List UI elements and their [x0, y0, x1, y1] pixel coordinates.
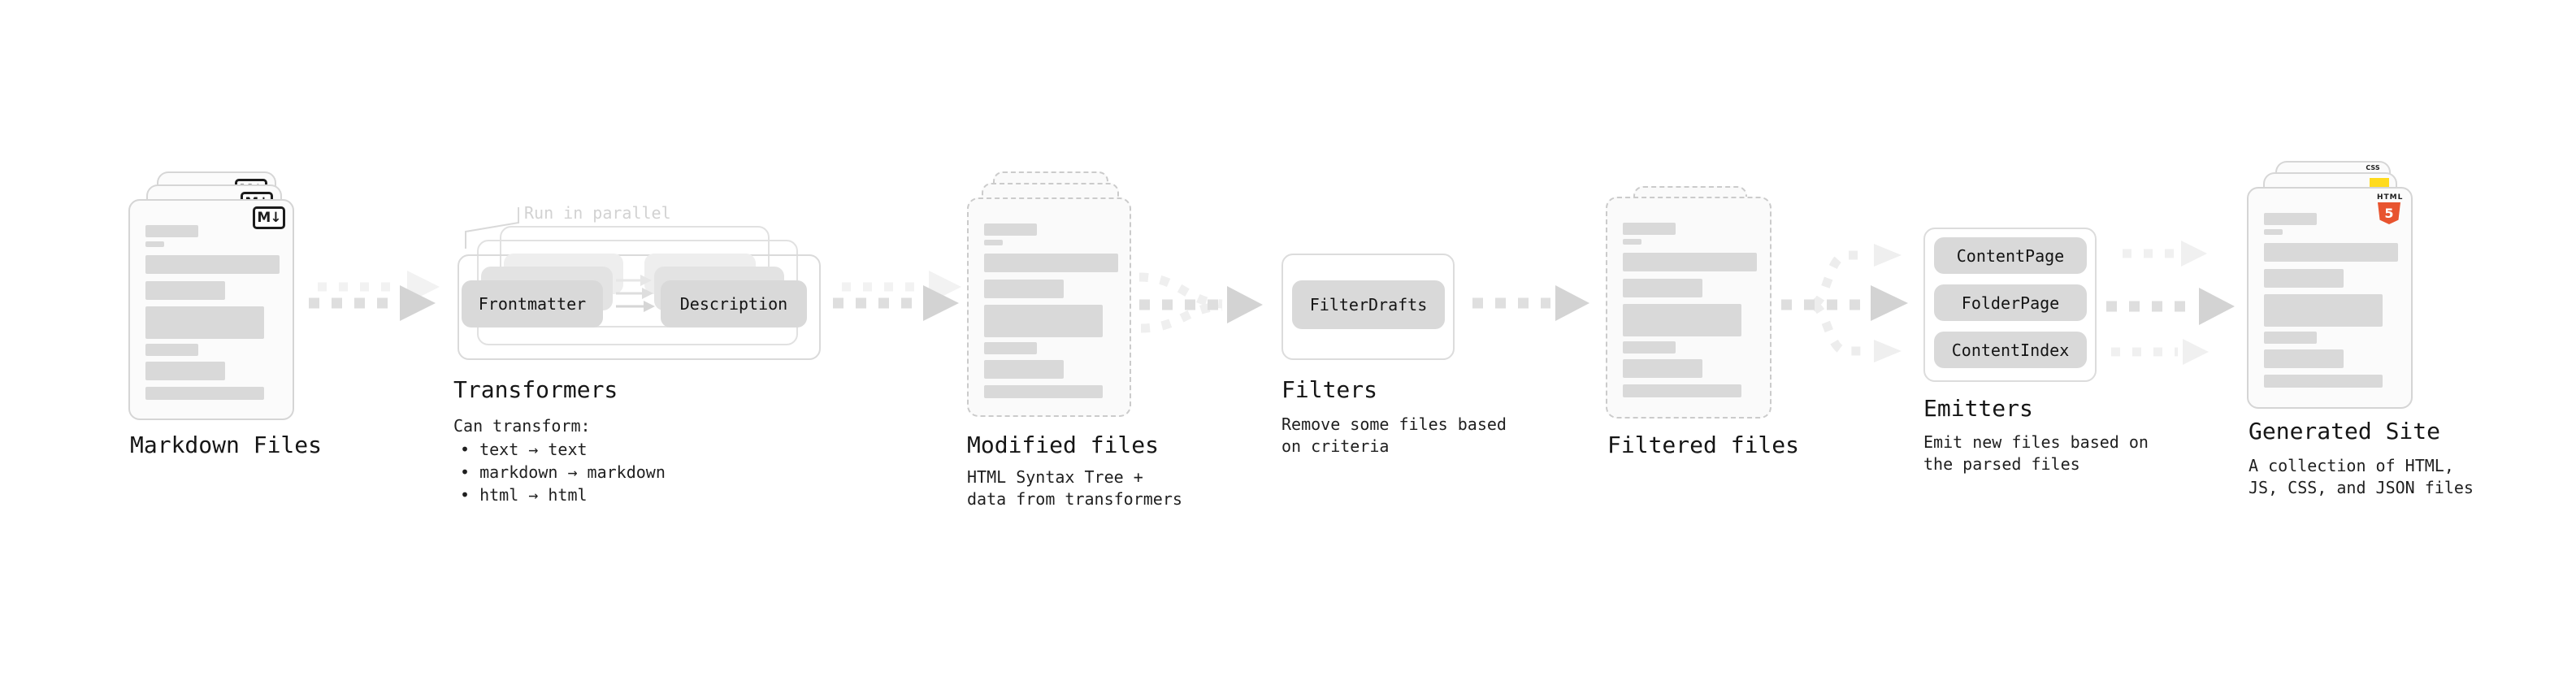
placeholder-bar [1623, 223, 1676, 235]
stage-desc-generated-site: A collection of HTML, JS, CSS, and JSON … [2249, 456, 2474, 497]
stage-title-filters: Filters [1281, 376, 1378, 403]
arrow-filtered-to-emitters [1781, 244, 1908, 362]
placeholder-bar [984, 360, 1064, 379]
placeholder-bar [2264, 213, 2317, 225]
placeholder-bar [984, 305, 1103, 337]
filtered-file-card [1606, 197, 1772, 419]
placeholder-bar [145, 362, 225, 380]
placeholder-bar [1623, 384, 1741, 397]
arrow-filters-to-filtered [1472, 285, 1589, 321]
transformer-node-frontmatter: Frontmatter [462, 280, 603, 327]
placeholder-bar [2264, 349, 2344, 368]
stage-title-modified-files: Modified files [967, 432, 1160, 458]
placeholder-bar [145, 306, 264, 339]
stage-title-generated-site: Generated Site [2249, 418, 2441, 445]
placeholder-bar [1623, 341, 1676, 354]
placeholder-bar [984, 223, 1037, 236]
transformer-node-description: Description [661, 280, 807, 327]
run-in-parallel-note: Run in parallel [524, 203, 671, 223]
placeholder-bar [2264, 229, 2283, 235]
markdown-file-card: M↓ [128, 199, 294, 420]
placeholder-bar [984, 254, 1118, 272]
placeholder-bar [2264, 269, 2344, 288]
bullet-item: • text → text [460, 440, 588, 459]
file-content-placeholder [969, 199, 1130, 415]
markdown-icon: M↓ [253, 206, 285, 229]
modified-file-card [967, 197, 1131, 417]
generated-file-card: HTML 5 [2247, 187, 2413, 409]
file-content-placeholder [1607, 198, 1770, 417]
placeholder-bar [145, 225, 198, 237]
html5-icon: HTML 5 [2377, 193, 2402, 224]
placeholder-bar [145, 255, 280, 274]
filter-node-filterdrafts: FilterDrafts [1292, 280, 1445, 329]
placeholder-bar [984, 280, 1064, 298]
transformers-bullet-list: • text → text • markdown → markdown • ht… [460, 438, 666, 506]
placeholder-bar [1623, 253, 1757, 271]
placeholder-bar [984, 385, 1103, 398]
placeholder-bar [145, 241, 164, 247]
arrow-transformers-to-modified [833, 271, 961, 321]
placeholder-bar [984, 240, 1003, 245]
placeholder-bar [984, 342, 1037, 354]
placeholder-bar [1623, 239, 1641, 245]
placeholder-bar [2264, 332, 2317, 344]
stage-title-transformers: Transformers [453, 376, 618, 403]
stage-desc-filters: Remove some files based on criteria [1281, 414, 1507, 456]
arrows-emitters-to-generated [2106, 241, 2235, 365]
file-content-placeholder [130, 201, 293, 419]
placeholder-bar [145, 344, 198, 356]
placeholder-bar [145, 387, 264, 400]
file-content-placeholder [2249, 189, 2411, 407]
bullet-item: • html → html [460, 485, 588, 505]
emitter-node-folderpage: FolderPage [1934, 284, 2087, 321]
placeholder-bar [1623, 359, 1702, 378]
placeholder-bar [1623, 279, 1702, 297]
emitter-node-contentpage: ContentPage [1934, 237, 2087, 274]
placeholder-bar [2264, 375, 2383, 388]
emitter-node-contentindex: ContentIndex [1934, 332, 2087, 368]
stage-title-emitters: Emitters [1923, 395, 2033, 422]
stage-desc-emitters: Emit new files based on the parsed files [1923, 432, 2149, 474]
bullet-item: • markdown → markdown [460, 462, 666, 482]
stage-title-filtered-files: Filtered files [1607, 432, 1800, 458]
stage-desc-modified-files: HTML Syntax Tree + data from transformer… [967, 467, 1182, 509]
arrow-modified-to-filters [1138, 272, 1263, 333]
stage-title-markdown-files: Markdown Files [130, 432, 323, 458]
transformers-lane-front [458, 254, 821, 360]
placeholder-bar [2264, 243, 2398, 262]
placeholder-bar [1623, 304, 1741, 336]
stage-desc-transformers: Can transform: [453, 416, 591, 436]
arrow-markdown-to-transformers [309, 271, 440, 321]
placeholder-bar [2264, 294, 2383, 327]
placeholder-bar [145, 281, 225, 300]
